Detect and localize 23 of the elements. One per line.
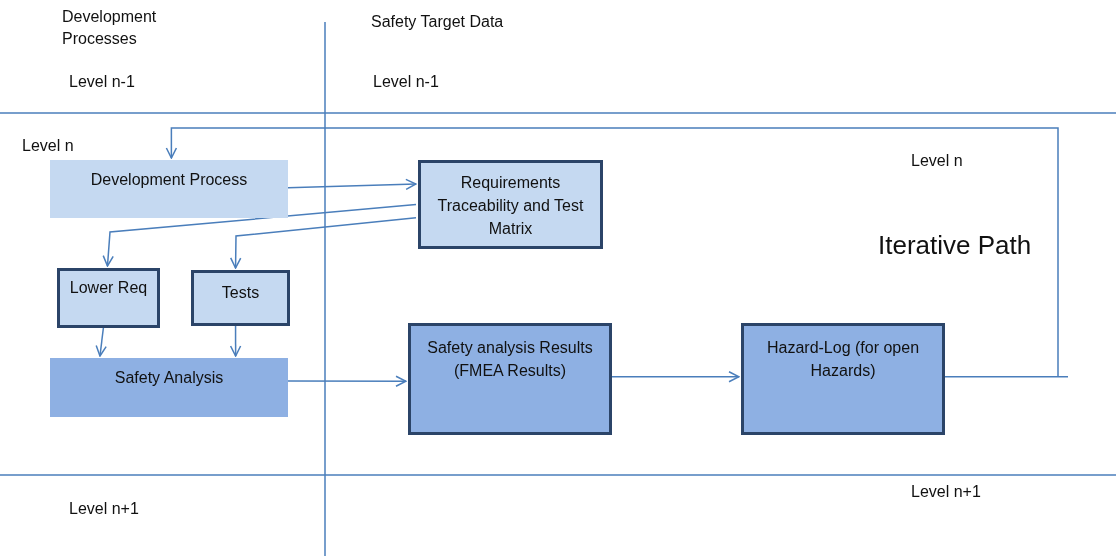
arrow [229, 325, 242, 357]
arrow [102, 203, 417, 267]
level-label: Level n+1 [911, 483, 981, 501]
process-box: Lower Req [57, 268, 160, 328]
section-heading: Development Processes [62, 7, 158, 49]
arrow [611, 371, 740, 383]
process-box: Requirements Traceability and Test Matrix [418, 160, 603, 249]
process-box: Hazard-Log (for open Hazards) [741, 323, 945, 435]
level-label: Level n [22, 137, 74, 155]
arrow [95, 327, 107, 357]
section-heading: Safety Target Data [371, 13, 504, 31]
arrow [229, 217, 417, 269]
level-label: Level n-1 [373, 73, 439, 91]
process-box: Safety Analysis [50, 358, 288, 417]
arrow [287, 178, 417, 191]
arrow [165, 127, 1069, 378]
process-box: Development Process [50, 160, 288, 218]
level-label: Level n+1 [69, 500, 139, 518]
process-box: Safety analysis Results (FMEA Results) [408, 323, 612, 435]
level-label: Level n [911, 152, 963, 170]
level-label: Level n-1 [69, 73, 135, 91]
process-box: Tests [191, 270, 290, 326]
arrow [287, 375, 407, 387]
